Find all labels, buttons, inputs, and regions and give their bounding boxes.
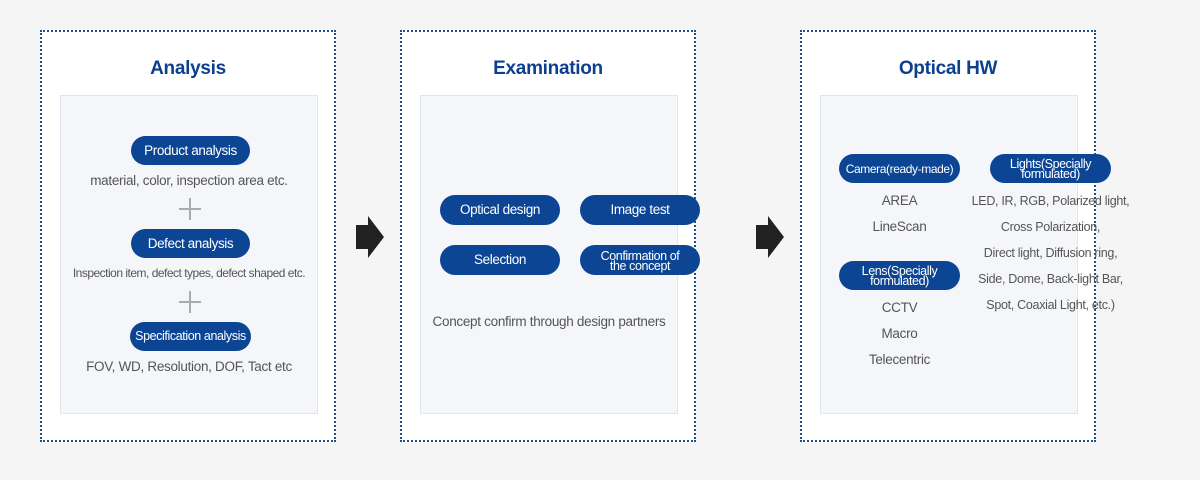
product-analysis-pill: Product analysis xyxy=(131,136,250,165)
confirmation-of-concept-pill: Confirmation of the concept xyxy=(580,245,700,275)
image-test-pill: Image test xyxy=(580,195,700,225)
lights-item: Spot, Coaxial Light, etc.) xyxy=(986,298,1115,312)
lens-item: Macro xyxy=(881,326,918,341)
defect-analysis-desc: Inspection item, defect types, defect sh… xyxy=(72,266,306,280)
plus-icon xyxy=(179,291,201,313)
product-analysis-desc: material, color, inspection area etc. xyxy=(90,173,288,188)
optical-design-pill: Optical design xyxy=(440,195,560,225)
optical-hw-panel: Optical HW Camera(ready-made) AREA LineS… xyxy=(800,30,1130,442)
confirmation-line-2: the concept xyxy=(609,258,671,273)
lens-pill: Lens(Specially formulated) xyxy=(839,261,960,290)
lights-pill: Lights(Specially formulated) xyxy=(990,154,1111,183)
camera-items: AREA LineScan xyxy=(839,188,960,240)
examination-content: Optical design Image test Selection Conf… xyxy=(420,95,700,414)
optical-hw-content: Camera(ready-made) AREA LineScan Lens(Sp… xyxy=(820,95,1130,414)
specification-analysis-pill: Specification analysis xyxy=(130,322,251,351)
lights-item: LED, IR, RGB, Polarized light, xyxy=(971,194,1130,208)
specification-analysis-desc: FOV, WD, Resolution, DOF, Tact etc xyxy=(86,359,292,374)
examination-title: Examination xyxy=(493,58,603,79)
examination-note: Concept confirm through design partners xyxy=(432,314,666,329)
plus-icon xyxy=(179,198,201,220)
analysis-content: Product analysis material, color, inspec… xyxy=(60,95,318,414)
lens-item: Telecentric xyxy=(868,352,931,367)
lights-item: Direct light, Diffusion ring, xyxy=(983,246,1118,260)
lights-item: Side, Dome, Back-light Bar, xyxy=(978,272,1123,286)
lens-items: CCTV Macro Telecentric xyxy=(839,295,960,373)
analysis-title: Analysis xyxy=(150,58,226,79)
optical-hw-title: Optical HW xyxy=(898,58,998,79)
camera-item: AREA xyxy=(881,193,918,208)
camera-item: LineScan xyxy=(872,219,927,234)
lens-line-1: Lens(Specially xyxy=(861,264,938,278)
lights-item: Cross Polarization, xyxy=(1000,220,1101,234)
lens-item: CCTV xyxy=(881,300,918,315)
defect-analysis-pill: Defect analysis xyxy=(131,229,250,258)
lights-items: LED, IR, RGB, Polarized light, Cross Pol… xyxy=(968,188,1133,318)
examination-panel: Examination Optical design Image test Se… xyxy=(400,30,700,442)
lights-line-2: formulated) xyxy=(1021,167,1080,181)
selection-pill: Selection xyxy=(440,245,560,275)
analysis-panel: Analysis Product analysis material, colo… xyxy=(40,30,336,442)
arrow-right-icon xyxy=(756,216,784,258)
confirmation-line-1: Confirmation of xyxy=(600,248,680,263)
lights-line-1: Lights(Specially xyxy=(1009,157,1092,171)
lens-line-2: formulated) xyxy=(870,274,929,288)
camera-pill: Camera(ready-made) xyxy=(839,154,960,183)
arrow-right-icon xyxy=(356,216,384,258)
